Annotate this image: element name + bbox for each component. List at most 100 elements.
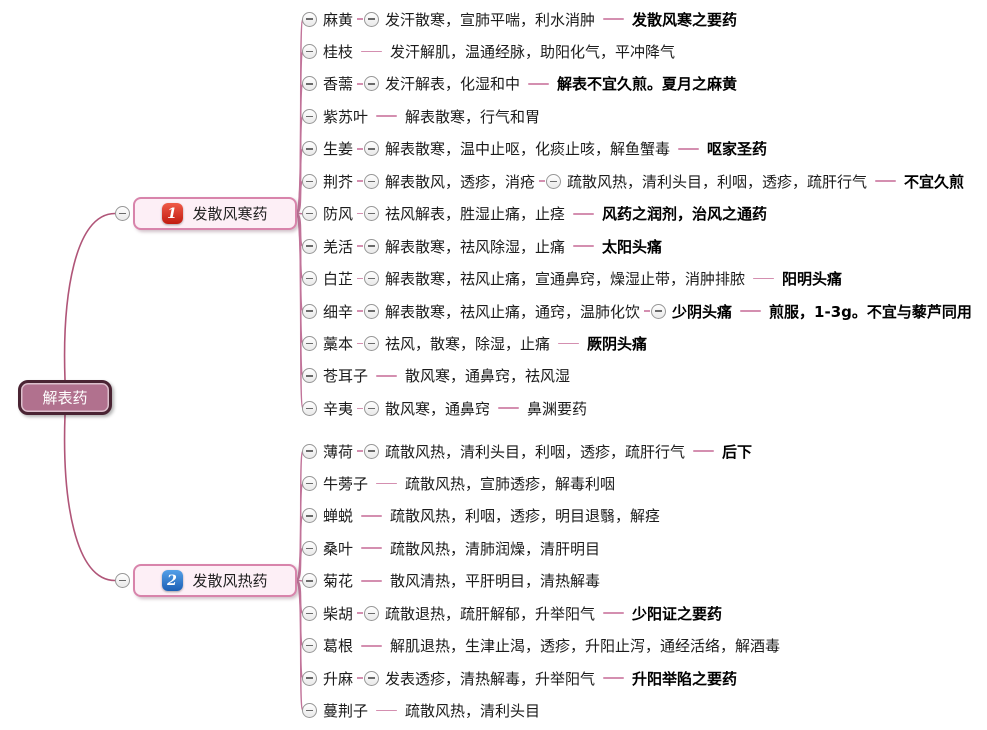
connector-line (357, 677, 364, 679)
minus-circle-icon[interactable] (115, 206, 130, 221)
branch-node-1[interactable]: 1 发散风寒药 (133, 197, 297, 230)
minus-circle-icon[interactable] (364, 206, 380, 222)
minus-circle-icon[interactable] (364, 141, 380, 157)
connector-stub (357, 76, 380, 92)
branch-label-1: 发散风寒药 (192, 205, 268, 223)
minus-circle-icon[interactable] (302, 573, 317, 589)
herb-name: 麻黄 (323, 10, 354, 29)
minus-circle-icon[interactable] (302, 141, 317, 157)
minus-circle-icon[interactable] (302, 43, 317, 59)
connector-path (63, 414, 116, 582)
connector-line (603, 677, 625, 680)
herb-row: 薄荷疏散风热，清利头目，利咽，透疹，疏肝行气后下 (302, 440, 752, 462)
herb-description: 疏散风热，利咽，透疹，明目退翳，解痉 (390, 507, 661, 526)
herb-note: 呕家圣药 (707, 140, 768, 159)
minus-circle-icon[interactable] (302, 303, 317, 319)
connector-line (753, 277, 775, 280)
herb-note: 不宜久煎 (904, 172, 965, 191)
herb-row: 辛夷散风寒，通鼻窍鼻渊要药 (302, 397, 587, 419)
minus-circle-icon[interactable] (302, 443, 317, 459)
connector-line (539, 180, 546, 183)
branch-node-2[interactable]: 2 发散风热药 (133, 564, 297, 597)
minus-circle-icon[interactable] (364, 443, 380, 459)
connector-line (361, 644, 383, 647)
branch-badge-2: 2 (162, 570, 184, 591)
herb-name: 牛蒡子 (323, 474, 369, 493)
minus-circle-icon[interactable] (364, 76, 380, 92)
connector-stub (539, 173, 562, 189)
minus-circle-icon[interactable] (364, 238, 380, 254)
herb-name: 防风 (323, 205, 354, 224)
minus-circle-icon[interactable] (364, 303, 380, 319)
root-label: 解表药 (42, 389, 88, 407)
herb-name: 柴胡 (323, 604, 354, 623)
connector-line (376, 709, 398, 712)
minus-circle-icon[interactable] (302, 703, 317, 719)
herb-description: 解表散寒，祛风止痛，宣通鼻窍，燥湿止带，消肿排脓 (385, 270, 746, 289)
herb-row: 桑叶疏散风热，清肺润燥，清肝明目 (302, 537, 600, 559)
connector-line (376, 375, 398, 377)
herb-note: 发散风寒之要药 (632, 10, 738, 29)
herb-name: 白芷 (323, 270, 354, 289)
herb-row: 生姜解表散寒，温中止呕，化痰止咳，解鱼蟹毒呕家圣药 (302, 138, 767, 160)
herb-name: 荆芥 (323, 172, 354, 191)
herb-description: 解表散风，透疹，消疮 (385, 172, 536, 191)
minus-circle-icon[interactable] (302, 400, 317, 416)
connector-line (361, 514, 383, 517)
minus-circle-icon[interactable] (302, 336, 317, 351)
herb-name: 香薷 (323, 75, 354, 94)
minus-circle-icon[interactable] (302, 238, 317, 254)
minus-circle-icon[interactable] (364, 11, 380, 27)
root-node[interactable]: 解表药 (18, 380, 112, 415)
connector-line (678, 147, 700, 150)
minus-circle-icon[interactable] (364, 605, 380, 621)
herb-name: 升麻 (323, 669, 354, 688)
herb-row: 羌活解表散寒，祛风除湿，止痛太阳头痛 (302, 235, 662, 257)
minus-circle-icon[interactable] (364, 271, 380, 287)
minus-circle-icon[interactable] (302, 670, 317, 686)
connector-line (357, 612, 364, 615)
connector-line (573, 212, 595, 215)
connector-line (357, 18, 364, 20)
herb-description: 鼻渊要药 (527, 399, 588, 418)
minus-circle-icon[interactable] (302, 108, 317, 124)
herb-name: 细辛 (323, 302, 354, 321)
connector-stub (357, 141, 380, 157)
herb-description: 解肌退热，生津止渴，透疹，升阳止泻，通经活络，解酒毒 (390, 637, 781, 656)
minus-circle-icon[interactable] (302, 11, 317, 27)
herb-row: 牛蒡子疏散风热，宣肺透疹，解毒利咽 (302, 472, 615, 494)
herb-row: 香薷发汗解表，化湿和中解表不宜久煎。夏月之麻黄 (302, 73, 737, 95)
connector-stub (644, 303, 667, 319)
minus-circle-icon[interactable] (302, 271, 317, 287)
minus-circle-icon[interactable] (302, 206, 317, 222)
herb-description: 解表散寒，行气和胃 (405, 107, 541, 126)
herb-description: 散风清热，平肝明目，清热解毒 (390, 572, 601, 591)
connector-line (875, 180, 897, 183)
minus-circle-icon[interactable] (302, 368, 317, 384)
minus-circle-icon[interactable] (364, 670, 380, 686)
minus-circle-icon[interactable] (364, 400, 380, 416)
minus-circle-icon[interactable] (364, 336, 380, 351)
connector-line (498, 407, 520, 410)
minus-circle-icon[interactable] (302, 76, 317, 92)
connector-line (357, 450, 364, 452)
herb-description: 解表散寒，温中止呕，化痰止咳，解鱼蟹毒 (385, 140, 671, 159)
herb-row: 麻黄发汗散寒，宣肺平喘，利水消肿发散风寒之要药 (302, 8, 737, 30)
minus-circle-icon[interactable] (302, 508, 317, 524)
minus-circle-icon[interactable] (302, 173, 317, 189)
minus-circle-icon[interactable] (115, 573, 130, 588)
minus-circle-icon[interactable] (302, 475, 317, 491)
connector-line (573, 245, 595, 248)
herb-note: 太阳头痛 (602, 237, 663, 256)
connector-stub (357, 400, 380, 416)
herb-row: 白芷解表散寒，祛风止痛，宣通鼻窍，燥湿止带，消肿排脓阳明头痛 (302, 268, 842, 290)
minus-circle-icon[interactable] (302, 638, 317, 654)
minus-circle-icon[interactable] (546, 173, 562, 189)
herb-name: 菊花 (323, 572, 354, 591)
minus-circle-icon[interactable] (364, 173, 380, 189)
minus-circle-icon[interactable] (302, 540, 317, 556)
minus-circle-icon[interactable] (651, 303, 667, 319)
herb-note: 煎服，1-3g。不宜与藜芦同用 (769, 302, 972, 321)
minus-circle-icon[interactable] (302, 605, 317, 621)
connector-line (357, 212, 364, 215)
